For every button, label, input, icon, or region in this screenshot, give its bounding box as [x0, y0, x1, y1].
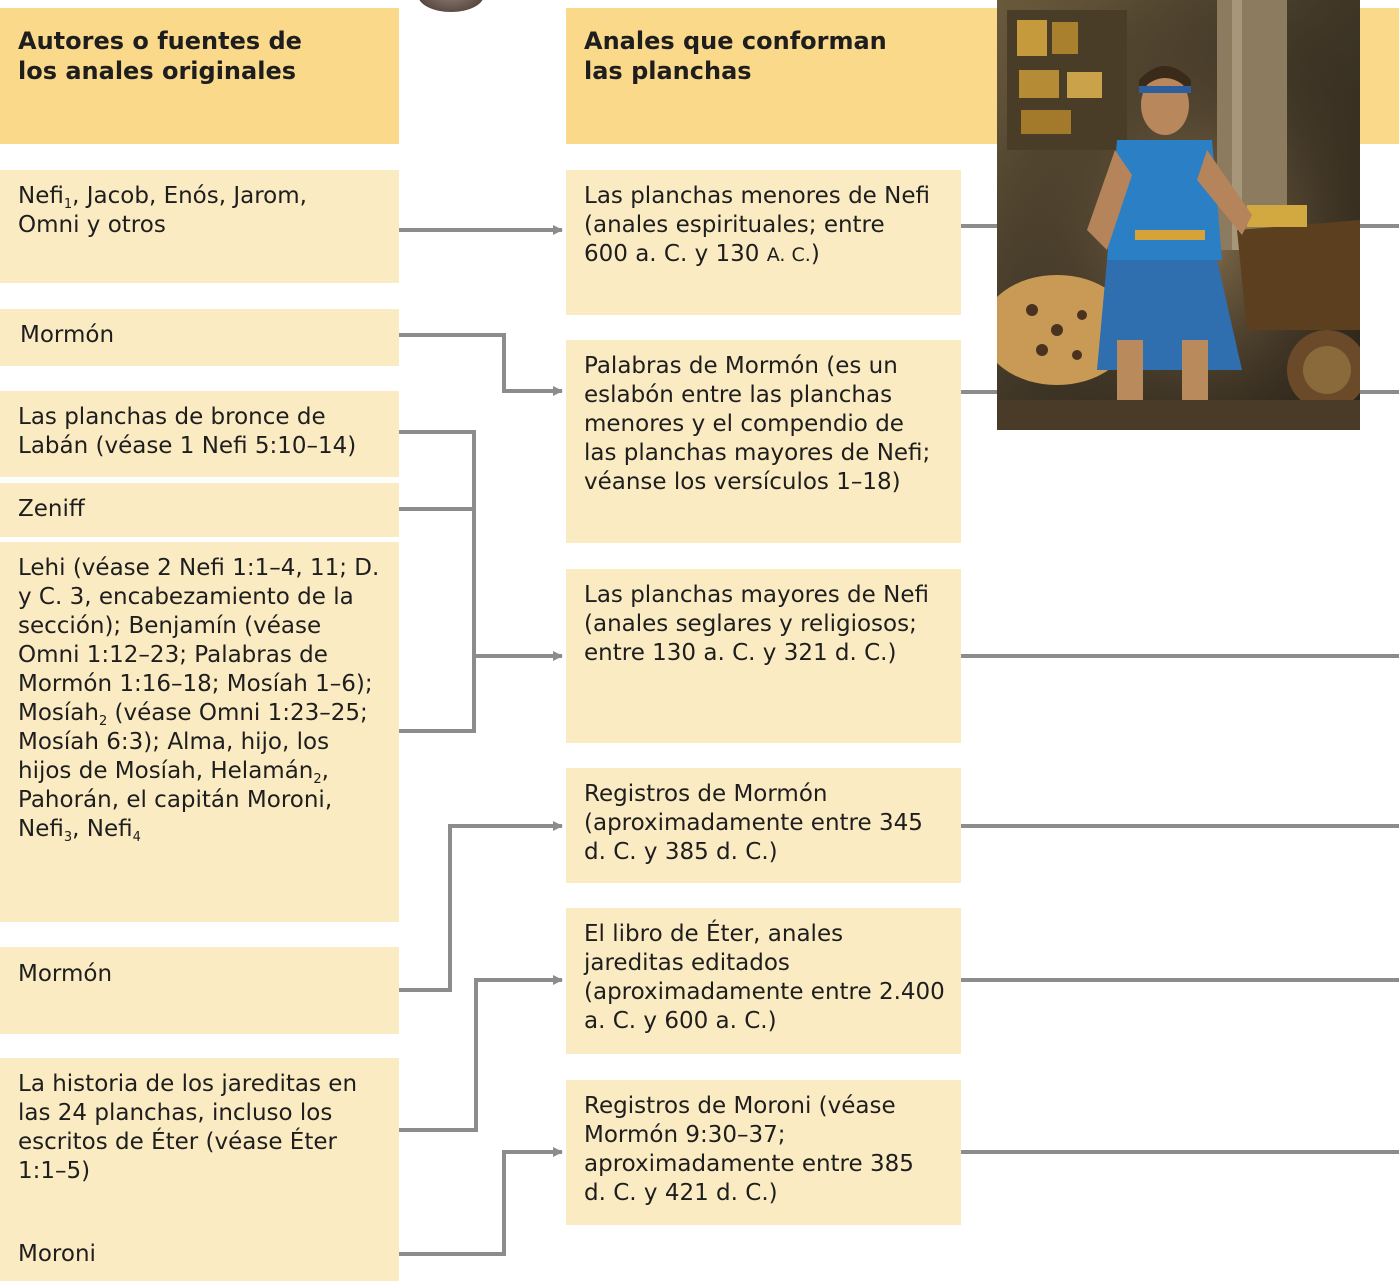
- source-nefi-jacob: Nefi1, Jacob, Enós, Jarom, Omni y otros: [0, 170, 399, 283]
- record-moroni-text: Registros de Moroni (véase Mormón 9:30–3…: [584, 1093, 914, 1206]
- record-words-of-mormon-text: Palabras de Mormón (es un eslabón entre …: [584, 353, 931, 495]
- record-small-plates-smallcaps: A. C.: [766, 244, 811, 266]
- source-jaredites: La historia de los jareditas en las 24 p…: [0, 1058, 399, 1233]
- source-lehi-text-4: , Nefi: [72, 816, 133, 842]
- header-authors: Autores o fuentes de los anales original…: [0, 8, 399, 144]
- source-brass-plates-text: Las planchas de bronce de Labán (véase 1…: [18, 404, 357, 459]
- source-jaredites-text: La historia de los jareditas en las 24 p…: [18, 1071, 358, 1184]
- source-nefi-rest: , Jacob, Enós, Jarom, Omni y otros: [18, 183, 307, 238]
- source-zeniff: Zeniff: [0, 483, 399, 537]
- source-mormon-2: Mormón: [0, 947, 399, 1034]
- painting-illustration: [997, 0, 1360, 430]
- record-small-plates: Las planchas menores de Nefi (anales esp…: [566, 170, 961, 315]
- header-records-line2: las planchas: [584, 57, 752, 85]
- subscript: 1: [63, 197, 73, 212]
- record-moroni: Registros de Moroni (véase Mormón 9:30–3…: [566, 1080, 961, 1225]
- arrow-moroni-to-records: [399, 1147, 563, 1256]
- record-mormon: Registros de Mormón (aproximadamente ent…: [566, 768, 961, 883]
- source-lehi-text-2: (véase Omni 1:23–25; Mosíah 6:3); Alma, …: [18, 700, 368, 784]
- source-mormon-1-text: Mormón: [20, 322, 115, 348]
- source-moroni: Moroni: [0, 1228, 399, 1281]
- record-mormon-text: Registros de Mormón (aproximadamente ent…: [584, 781, 923, 865]
- source-mormon-2-text: Mormón: [18, 961, 113, 987]
- source-lehi-text-1: Lehi (véase 2 Nefi 1:1–4, 11; D. y C. 3,…: [18, 555, 380, 726]
- record-small-plates-text: Las planchas menores de Nefi (anales esp…: [584, 183, 930, 267]
- source-zeniff-text: Zeniff: [18, 496, 85, 522]
- subscript: 3: [63, 830, 73, 845]
- record-large-plates: Las planchas mayores de Nefi (anales seg…: [566, 569, 961, 743]
- mormon-painting: [997, 0, 1360, 430]
- record-small-plates-end: ): [810, 241, 820, 267]
- arrow-mormon-to-words: [399, 333, 563, 396]
- source-nefi-name: Nefi: [18, 183, 64, 209]
- decorative-ellipse: [418, 0, 484, 12]
- header-authors-line1: Autores o fuentes de: [18, 27, 302, 55]
- subscript: 2: [98, 714, 108, 729]
- header-authors-line2: los anales originales: [18, 57, 297, 85]
- record-large-plates-text: Las planchas mayores de Nefi (anales seg…: [584, 582, 929, 666]
- source-brass-plates: Las planchas de bronce de Labán (véase 1…: [0, 391, 399, 477]
- arrow-jaredites-to-ether: [399, 975, 563, 1132]
- subscript: 2: [313, 772, 322, 787]
- header-records-line1: Anales que conforman: [584, 27, 887, 55]
- record-ether-text: El libro de Éter, anales jareditas edita…: [584, 921, 945, 1034]
- subscript: 4: [132, 830, 141, 845]
- record-words-of-mormon: Palabras de Mormón (es un eslabón entre …: [566, 340, 961, 543]
- source-moroni-text: Moroni: [18, 1241, 96, 1267]
- record-ether: El libro de Éter, anales jareditas edita…: [566, 908, 961, 1054]
- source-mormon-1: Mormón: [0, 309, 399, 366]
- source-lehi-text-3: , Pahorán, el capitán Moroni, Nefi: [18, 758, 333, 842]
- bracket-large-plates-sources: [399, 430, 476, 733]
- source-lehi-benjamin: Lehi (véase 2 Nefi 1:1–4, 11; D. y C. 3,…: [0, 542, 399, 922]
- arrow-mormon2-to-records: [399, 821, 563, 992]
